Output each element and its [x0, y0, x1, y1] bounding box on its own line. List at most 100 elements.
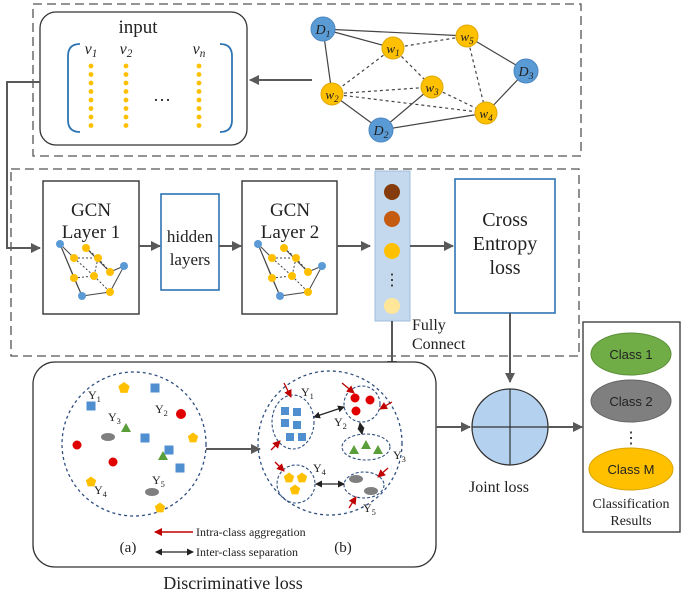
vector-dot	[88, 80, 94, 86]
class-1-label: Class 1	[609, 347, 652, 362]
vector-dot	[88, 114, 94, 120]
ce-title-line3: loss	[489, 257, 520, 279]
input-left-bracket	[67, 43, 81, 133]
class-2-oval	[590, 379, 672, 423]
panel-a-points	[72, 382, 199, 513]
mini-word-node	[90, 272, 98, 280]
panel-a-y3: Y3	[108, 410, 121, 426]
vector-dot	[123, 114, 129, 120]
panel-b-y5: Y5	[363, 501, 376, 517]
class-m-label: Class M	[608, 462, 655, 477]
class-y4-point	[154, 502, 166, 513]
class-y3-point	[158, 451, 168, 460]
doc-node-d3	[513, 58, 539, 84]
class-y2-point	[351, 406, 361, 416]
hidden-title-line1: hidden	[167, 227, 214, 246]
panel-a-circle	[61, 371, 207, 517]
vector-dot	[123, 72, 129, 77]
class-y1-point	[281, 419, 289, 427]
class-y4-point	[85, 476, 97, 487]
word-label-w2: w2	[325, 87, 339, 104]
class-y3-point	[361, 440, 371, 449]
vector-dot	[123, 80, 129, 86]
class-y4-point	[187, 432, 199, 443]
legend-inter-text: Inter-class separation	[196, 545, 298, 559]
class-y3-point	[121, 423, 131, 432]
class-y2-point	[350, 393, 360, 403]
cross-entropy-box	[454, 178, 556, 314]
gcn1-mini-graph	[56, 240, 128, 300]
panel-b-y2: Y2	[334, 415, 347, 431]
arrow-input-to-gcn1	[6, 81, 41, 253]
vector-dot	[88, 63, 94, 69]
vector-dot	[88, 89, 94, 94]
word-label-w3: w3	[425, 80, 439, 97]
doc-label-d2: D2	[372, 124, 388, 141]
vector-dot	[196, 97, 202, 103]
vector-dot	[196, 80, 202, 86]
class-y5-point	[364, 487, 378, 495]
mini-word-node	[106, 288, 114, 296]
vector-label-vn: vn	[193, 41, 206, 60]
mini-word-node	[304, 288, 312, 296]
fully-connect-label-line2: Connect	[412, 336, 466, 353]
class-y5-point	[349, 475, 363, 483]
vector-dot	[88, 72, 94, 77]
mini-word-node	[288, 272, 296, 280]
class-y1-point	[150, 383, 160, 393]
mini-word-node	[280, 244, 288, 252]
class-y2-point	[365, 395, 375, 405]
class-y1-point	[86, 401, 96, 411]
mini-word-node	[94, 254, 102, 262]
class-y1-point	[281, 407, 289, 415]
class-m-oval	[588, 447, 674, 491]
class-y2-point	[176, 409, 186, 419]
mini-doc-node	[318, 262, 326, 270]
mini-word-node	[304, 268, 312, 276]
mini-word-node	[70, 274, 78, 282]
vector-dot	[196, 72, 202, 77]
gcn1-title-line1: GCN	[71, 200, 111, 221]
fc-neuron-4	[384, 298, 400, 314]
results-ellipsis: ⋮	[623, 430, 639, 447]
fc-neuron-3	[384, 243, 400, 259]
class-y4-point	[296, 472, 308, 483]
mini-word-node	[268, 254, 276, 262]
class-y5-point	[145, 488, 159, 496]
vector-label-v1: v1	[85, 41, 98, 60]
mini-doc-node	[56, 240, 64, 248]
gcn2-mini-graph	[254, 240, 326, 300]
panel-b-y1: Y1	[301, 385, 314, 401]
panel-b-points	[281, 393, 383, 495]
gcn2-title-line1: GCN	[270, 200, 310, 221]
vector-dot	[123, 89, 129, 94]
word-node-w3	[420, 75, 444, 99]
word-label-w5: w5	[460, 29, 474, 46]
fc-neuron-1	[384, 184, 400, 200]
vector-dot	[88, 123, 94, 128]
vector-dots	[88, 63, 202, 128]
class-y2-point	[72, 440, 82, 450]
mini-word-node	[82, 244, 90, 252]
word-node-w2	[320, 82, 344, 106]
class-2-label: Class 2	[609, 394, 652, 409]
vector-dot	[88, 106, 94, 111]
panel-a-y2: Y2	[155, 402, 168, 418]
word-label-w1: w1	[386, 41, 399, 58]
hidden-title-line2: layers	[170, 250, 211, 269]
middle-dashed-region	[10, 168, 580, 357]
vector-dot	[123, 106, 129, 111]
hidden-layers-box	[160, 193, 220, 291]
vector-dot	[123, 63, 129, 69]
word-label-w4: w4	[479, 106, 493, 123]
panel-b-y4: Y4	[313, 461, 327, 477]
panel-a-y1: Y1	[88, 388, 101, 404]
fc-neuron-2	[384, 211, 400, 227]
class-y4-point	[289, 484, 301, 495]
panel-a-y5: Y5	[152, 473, 165, 489]
class-y2-point	[108, 457, 118, 467]
vector-dot	[196, 89, 202, 94]
class-y3-point	[349, 445, 359, 454]
class-y1-point	[293, 408, 301, 416]
